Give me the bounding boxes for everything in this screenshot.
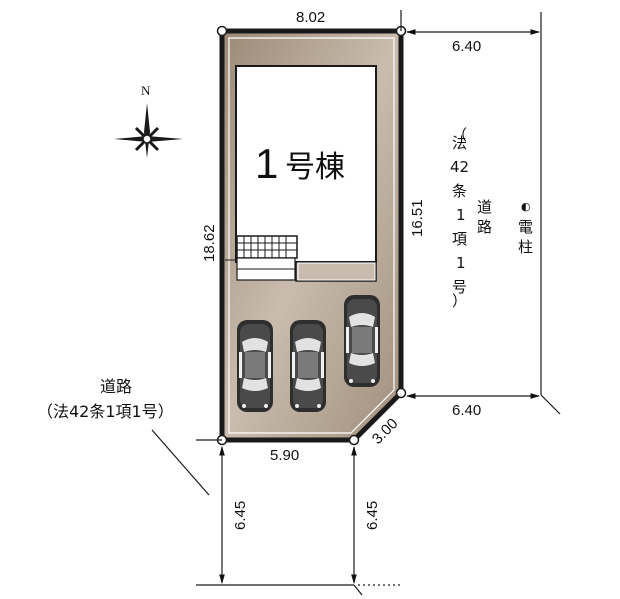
svg-text:道: 道 [477, 198, 492, 216]
svg-text:）: ） [452, 292, 467, 310]
dim-right: 16.51 [409, 199, 426, 237]
dim-top: 8.02 [296, 9, 325, 26]
car-3 [344, 295, 380, 387]
svg-text:法: 法 [452, 134, 467, 152]
svg-text:路: 路 [477, 218, 492, 236]
svg-text:号: 号 [452, 278, 467, 296]
svg-text:42: 42 [450, 158, 469, 176]
dim-road-south-left: 6.45 [232, 501, 249, 530]
building-footprint [235, 65, 377, 282]
south-road-lines [151, 429, 400, 596]
building-label: 1 号棟 [255, 140, 345, 187]
svg-text:柱: 柱 [518, 238, 533, 256]
deck-grid [225, 235, 298, 281]
car-1 [237, 320, 273, 412]
east-road-lines [400, 10, 561, 415]
south-road-law: （法42条1項1号） [37, 402, 174, 421]
south-road-name: 道路 [100, 377, 132, 396]
svg-text:項: 項 [452, 230, 467, 248]
east-road-name-label: 道 路 [477, 198, 492, 236]
utility-pole-icon: ◐ [521, 200, 531, 213]
svg-text:N: N [141, 83, 151, 98]
dim-road-east-bottom: 6.40 [452, 402, 481, 419]
svg-text:条: 条 [452, 182, 467, 200]
north-compass-icon: N [114, 83, 183, 158]
utility-pole-label: ◐ 電 柱 [518, 200, 533, 256]
dim-bottom: 5.90 [270, 447, 299, 464]
dim-road-east-top: 6.40 [452, 38, 481, 55]
east-road-law-label: （ 法 42 条 1 項 1 号 ） [450, 126, 469, 310]
svg-text:号棟: 号棟 [285, 150, 345, 185]
dim-road-south-right: 6.45 [364, 501, 381, 530]
svg-text:（: （ [452, 126, 467, 144]
dim-left: 18.62 [201, 224, 218, 262]
svg-text:1: 1 [456, 254, 466, 272]
svg-text:1: 1 [255, 140, 278, 187]
svg-text:電: 電 [518, 218, 533, 236]
car-2 [290, 320, 326, 412]
svg-text:1: 1 [456, 206, 466, 224]
